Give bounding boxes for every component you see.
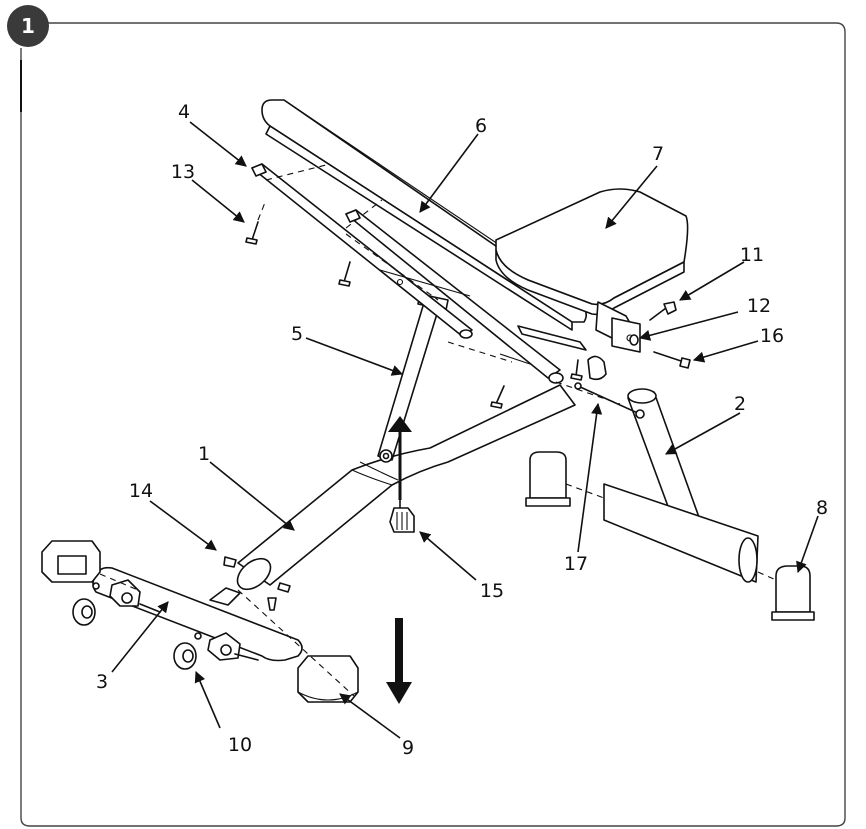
screw-14	[223, 556, 291, 611]
screw-13	[245, 199, 583, 409]
part-label-4: 4	[178, 101, 190, 123]
main-frame-tube	[236, 384, 576, 591]
part-label-16: 16	[760, 325, 784, 347]
back-pad-rails	[251, 163, 587, 384]
step-badge: 1	[7, 5, 49, 47]
part-label-6: 6	[475, 115, 487, 137]
part-labels: 1 2 3 4 5 6 7 8 9 10 11 12 13 14 15 16 1…	[96, 101, 828, 759]
front-foot-cap-right	[297, 655, 359, 703]
leader-lines	[111, 121, 819, 739]
seat-pad	[495, 188, 689, 341]
part-label-12: 12	[747, 295, 771, 317]
part-label-7: 7	[652, 143, 664, 165]
washer-12	[629, 334, 639, 346]
bolt-11	[649, 301, 677, 321]
push-up-arrow	[388, 416, 412, 500]
step-frame	[20, 22, 846, 827]
bolt-16	[653, 351, 691, 369]
part-label-3: 3	[96, 671, 108, 693]
rear-foot-cap-left	[525, 451, 605, 507]
part-label-17: 17	[564, 553, 588, 575]
incline-support	[377, 293, 449, 463]
roller-left	[72, 598, 96, 626]
roller-right	[173, 642, 197, 670]
part-label-9: 9	[402, 737, 414, 759]
part-label-14: 14	[129, 480, 153, 502]
part-label-10: 10	[228, 734, 252, 756]
part-label-5: 5	[291, 323, 303, 345]
rear-foot-cap-right	[757, 565, 815, 621]
part-label-2: 2	[734, 393, 746, 415]
part-label-15: 15	[480, 580, 504, 602]
rear-support	[603, 388, 759, 583]
bench-drawing	[41, 99, 815, 703]
front-foot-cap-left	[41, 540, 101, 583]
seat-bracket	[587, 317, 641, 381]
front-stabilizer	[92, 566, 303, 662]
part-label-13: 13	[171, 161, 195, 183]
part-label-8: 8	[816, 497, 828, 519]
step-number: 1	[21, 14, 35, 38]
down-arrow	[386, 618, 412, 704]
part-label-1: 1	[198, 443, 210, 465]
part-label-11: 11	[740, 244, 764, 266]
